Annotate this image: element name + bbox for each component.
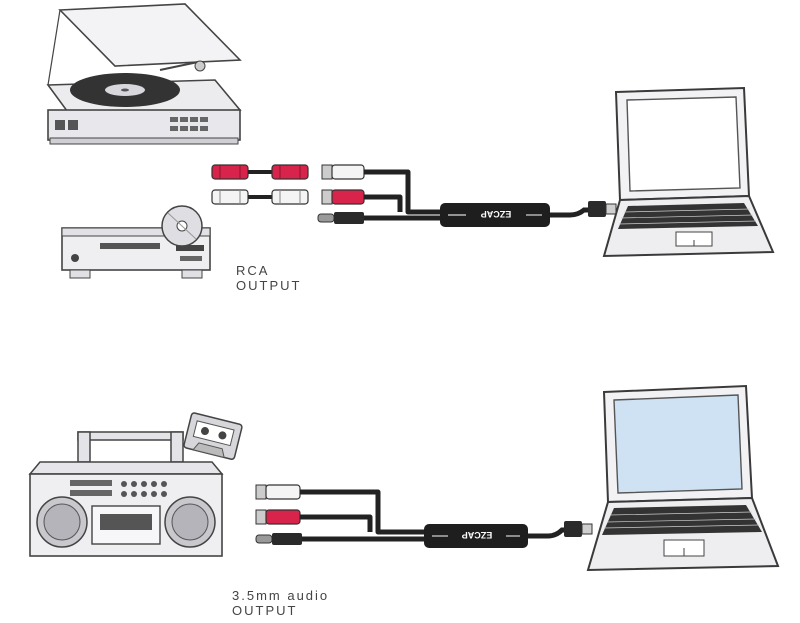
jack-plug-bottom xyxy=(255,533,302,545)
boombox-icon xyxy=(28,431,224,557)
rca-output-label: RCA OUTPUT xyxy=(236,263,301,293)
usb-adapter-top: EZCAP xyxy=(440,203,550,227)
adapter-brand-top: EZCAP xyxy=(481,209,512,219)
usb-plug-bottom xyxy=(564,521,593,537)
rca-label-line2: OUTPUT xyxy=(236,278,302,293)
rca-plug-red-bottom xyxy=(255,509,301,525)
rca-plug-white-mid-top xyxy=(271,189,309,205)
audio-output-label: 3.5mm audio OUTPUT xyxy=(232,588,329,618)
usb-plug-top xyxy=(588,201,617,217)
turntable-icon xyxy=(46,3,242,145)
adapter-brand-bottom: EZCAP xyxy=(462,530,493,540)
laptop-icon-top xyxy=(602,86,775,258)
rca-plug-white-right-top xyxy=(321,164,365,180)
cassette-icon xyxy=(183,412,243,460)
audio-label-line2: OUTPUT xyxy=(232,603,298,618)
usb-adapter-bottom: EZCAP xyxy=(424,524,528,548)
rca-plug-white-left-top xyxy=(211,189,249,205)
disc-icon xyxy=(161,205,203,247)
laptop-icon-bottom xyxy=(586,384,780,572)
rca-plug-red-left-top xyxy=(211,164,249,180)
rca-plug-red-right-top xyxy=(321,189,365,205)
rca-plug-white-bottom xyxy=(255,484,301,500)
cable-top xyxy=(364,169,440,221)
audio-label-line1: 3.5mm audio xyxy=(232,588,330,603)
rca-label-line1: RCA xyxy=(236,263,270,278)
jack-plug-top xyxy=(317,212,364,224)
cable-bottom xyxy=(300,489,424,542)
rca-plug-red-mid-top xyxy=(271,164,309,180)
